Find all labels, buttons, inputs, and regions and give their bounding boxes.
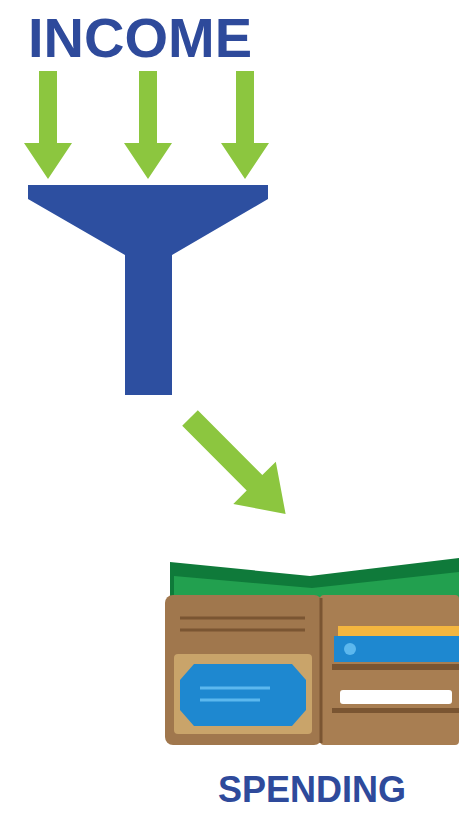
wallet-right	[320, 595, 459, 745]
node-outline	[160, 518, 459, 813]
funnel-shape	[28, 185, 268, 395]
income-heading: INCOME	[28, 7, 252, 69]
input-arrow	[221, 71, 269, 179]
funnel-node: INCOME	[20, 5, 280, 415]
spending-label: SPENDING	[218, 770, 406, 810]
card-window	[174, 654, 312, 734]
flow-arrow	[182, 410, 285, 514]
wallet-node: SPENDING	[160, 518, 459, 813]
wallet-left	[165, 595, 322, 745]
card	[180, 664, 306, 726]
input-arrow	[124, 71, 172, 179]
input-arrow	[24, 71, 72, 179]
card	[334, 636, 459, 662]
